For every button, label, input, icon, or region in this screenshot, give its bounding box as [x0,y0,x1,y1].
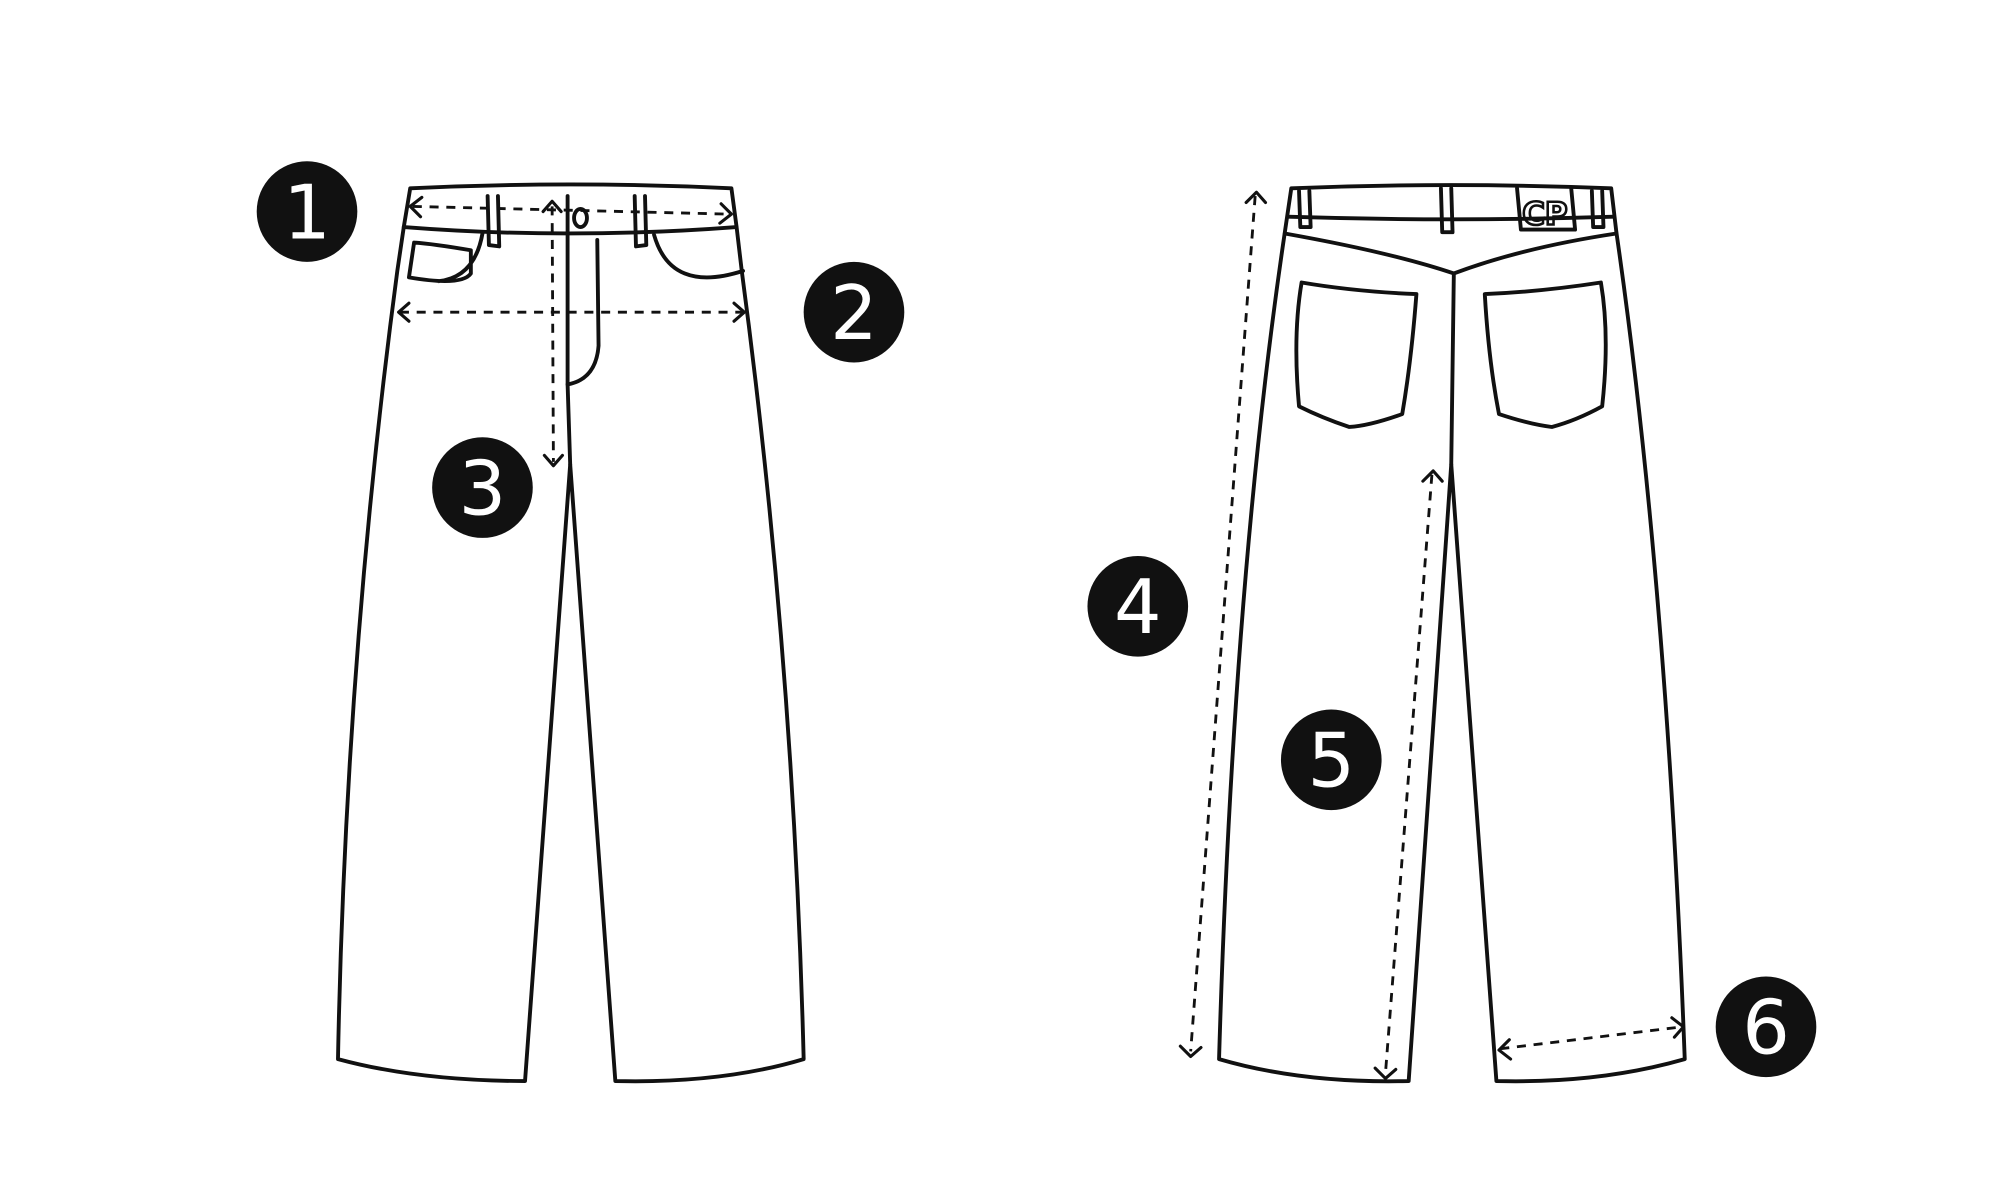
marker-number-1: 1 [283,169,331,256]
back-pocket-right [1482,280,1608,429]
back-belt-loop-2 [1438,186,1455,235]
marker-badge-2: 2 [803,261,905,363]
outseam-measure-line [1189,195,1257,1052]
marker-number-3: 3 [459,445,507,532]
marker-badges: 1 2 3 4 5 6 [256,161,1817,1078]
leg-opening-arrow-left [1497,1038,1513,1061]
waist-arrow-left [408,195,424,219]
waist-arrow-right [718,202,733,225]
front-belt-loop-left [485,194,502,249]
jeans-back-view: CP [1217,183,1687,1084]
hip-arrow-right [732,301,746,323]
back-patch [1515,186,1578,232]
marker-badge-4: 4 [1087,555,1189,657]
rise-arrow-top [541,199,563,214]
outseam-arrow-bottom [1178,1044,1203,1059]
front-button-icon [572,207,589,229]
back-pocket-left [1294,280,1419,429]
measurement-arrows [397,190,1685,1080]
rise-arrow-bottom [542,453,564,468]
marker-number-6: 6 [1742,985,1790,1072]
front-pocket-left [406,231,485,284]
front-center-seam [565,382,573,467]
jeans-front-view [336,182,806,1084]
front-pocket-right [652,232,745,280]
back-belt-loop-1 [1297,188,1313,229]
outseam-arrow-top [1244,190,1268,205]
inseam-arrow-bottom [1373,1066,1398,1080]
marker-badge-3: 3 [432,437,533,538]
marker-number-2: 2 [830,270,878,357]
back-outline [1217,183,1687,1084]
back-belt-loop-3 [1589,188,1606,229]
waist-measure-line [412,204,729,216]
inseam-arrow-top [1421,469,1444,483]
marker-number-5: 5 [1307,718,1355,805]
leg-opening-arrow-right [1670,1016,1685,1039]
marker-badge-1: 1 [256,161,358,262]
hip-arrow-left [397,301,411,323]
marker-number-4: 4 [1114,564,1162,651]
back-center-seam [1449,271,1456,467]
leg-opening-measure-line [1500,1025,1683,1051]
front-belt-loop-right [632,194,649,249]
marker-badge-6: 6 [1715,976,1817,1078]
front-outline [336,182,806,1084]
marker-badge-5: 5 [1280,709,1382,811]
back-patch-logo: CP [1522,196,1567,232]
